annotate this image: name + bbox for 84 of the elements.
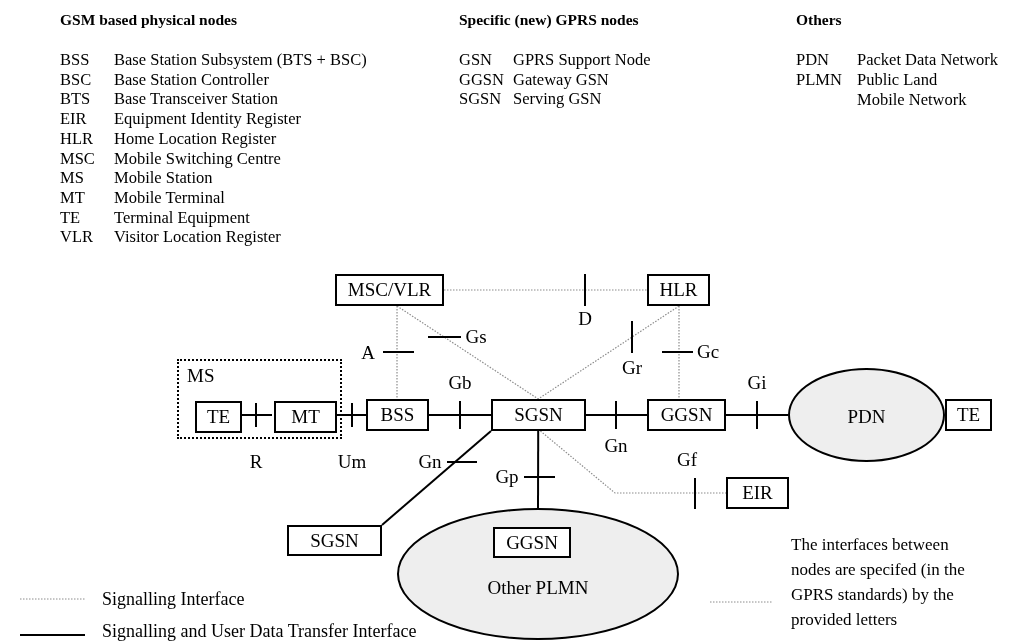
abbreviation: BSC — [60, 69, 92, 90]
abbreviation: MS — [60, 168, 84, 189]
node-label: Other PLMN — [486, 576, 590, 600]
interface-line — [725, 414, 789, 416]
node-box — [287, 525, 382, 556]
edge-label: A — [361, 342, 375, 364]
abbreviation: MSC — [60, 148, 95, 169]
abbreviation: PLMN — [796, 69, 842, 90]
abbreviation-meaning: Home Location Register — [114, 128, 277, 149]
abbreviation-meaning: GPRS Support Node — [513, 50, 651, 70]
node-box — [195, 401, 242, 433]
edge-label: Gn — [418, 451, 442, 473]
abbreviation-meaning: Base Transceiver Station — [114, 89, 279, 110]
node-label: HLR — [659, 278, 698, 302]
interface-line — [585, 414, 648, 416]
node-label: PDN — [846, 405, 887, 429]
abbreviation-meaning: Base Station Subsystem (BTS + BSC) — [114, 50, 367, 70]
note-text: The interfaces between nodes are specifed (in the GPRS standards) by the provided letters — [791, 534, 966, 631]
column-heading: Specific (new) GPRS nodes — [459, 11, 639, 29]
node-label: EIR — [742, 481, 773, 505]
node-label: BSS — [380, 403, 415, 427]
abbreviation-meaning: Base Station Controller — [114, 69, 269, 90]
node-label: MT — [291, 405, 320, 429]
abbreviation: TE — [60, 207, 81, 228]
node-box — [491, 399, 586, 431]
node-box — [647, 274, 710, 306]
node-box — [647, 399, 726, 431]
dotted-group-box — [177, 359, 342, 439]
signalling-line — [678, 305, 680, 400]
node-label: MS — [187, 364, 215, 388]
signalling-line — [539, 430, 727, 494]
node-box — [493, 527, 571, 558]
abbreviation: HLR — [60, 128, 93, 149]
node-label: MSC/VLR — [347, 278, 432, 302]
column-heading: GSM based physical nodes — [60, 11, 237, 29]
edge-label: R — [249, 451, 263, 473]
abbreviation-meaning: Public Land Mobile Network — [857, 69, 968, 110]
interface-line — [381, 430, 492, 526]
node-box — [726, 477, 789, 509]
node-label: GGSN — [506, 530, 558, 555]
node-box — [945, 399, 992, 431]
edge-label: D — [578, 308, 592, 330]
abbreviation-meaning: Mobile Switching Centre — [114, 148, 281, 169]
abbreviation-meaning: Packet Data Network — [857, 50, 999, 70]
edge-label: Gr — [621, 357, 643, 379]
node-label: GGSN — [660, 403, 713, 427]
legend-label: Signalling Interface — [102, 588, 245, 610]
legend-label: Signalling and User Data Transfer Interface — [102, 620, 417, 642]
abbreviation: GSN — [459, 50, 492, 70]
signalling-line — [396, 305, 539, 400]
edge-label: Gs — [465, 326, 487, 348]
edge-label: Gp — [495, 466, 519, 488]
abbreviation: GGSN — [459, 69, 504, 90]
abbreviation: EIR — [60, 109, 87, 130]
column-heading: Others — [796, 11, 842, 29]
edge-label: Gi — [747, 372, 767, 394]
node-box — [335, 274, 444, 306]
abbreviation: BSS — [60, 50, 90, 70]
abbreviation: PDN — [796, 50, 829, 70]
abbreviation: MT — [60, 187, 85, 208]
interface-line — [537, 430, 540, 509]
abbreviation-meaning: Equipment Identity Register — [114, 109, 301, 130]
interface-line — [428, 414, 492, 416]
edge-label: Gb — [448, 372, 472, 394]
abbreviation: VLR — [60, 227, 93, 248]
abbreviation: BTS — [60, 89, 91, 110]
node-label: TE — [206, 405, 231, 429]
edge-label: Um — [337, 451, 367, 473]
abbreviation-meaning: Serving GSN — [513, 89, 602, 110]
edge-label: Gc — [696, 341, 720, 363]
abbreviation-meaning: Gateway GSN — [513, 69, 609, 90]
node-box — [274, 401, 337, 433]
node-label: SGSN — [514, 403, 563, 427]
abbreviation: SGSN — [459, 89, 502, 110]
edge-label: Gf — [676, 449, 698, 471]
node-label: TE — [956, 403, 981, 427]
abbreviation-meaning: Visitor Location Register — [114, 227, 281, 248]
abbreviation-meaning: Mobile Station — [114, 168, 213, 189]
abbreviation-meaning: Terminal Equipment — [114, 207, 250, 228]
node-label: SGSN — [310, 528, 359, 553]
signalling-line — [396, 305, 398, 400]
node-box — [366, 399, 429, 431]
edge-label: Gn — [604, 435, 628, 457]
abbreviation-meaning: Mobile Terminal — [114, 187, 225, 208]
